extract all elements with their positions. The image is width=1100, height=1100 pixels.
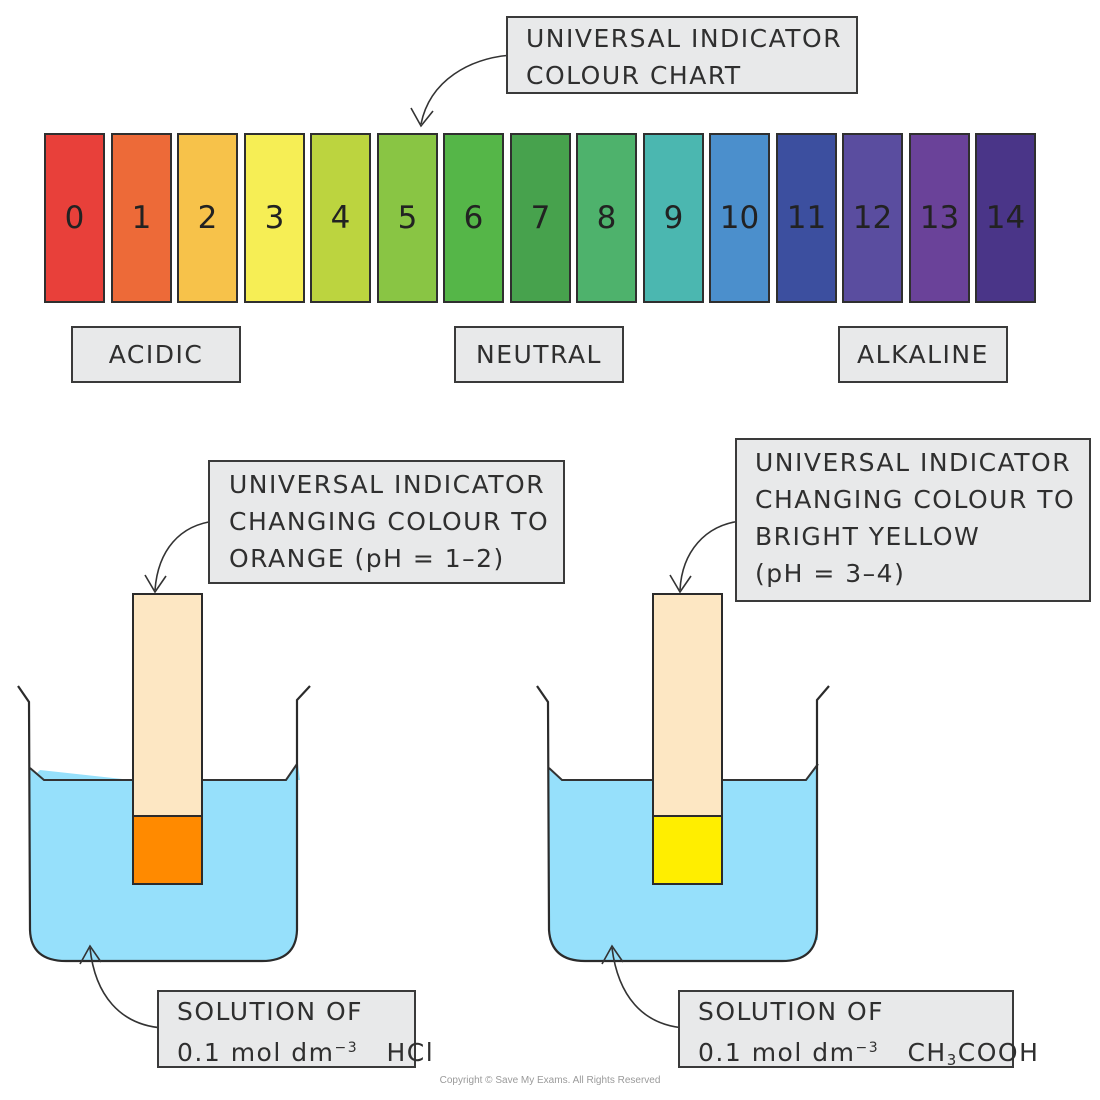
- left-beaker-glass: [17, 685, 311, 963]
- left-indicator-strip-paper: [132, 593, 203, 817]
- right-solution-acid-a: CH: [907, 1038, 947, 1067]
- neutral-label: NEUTRAL: [454, 326, 624, 383]
- right-note-line3: BRIGHT YELLOW: [755, 522, 981, 551]
- ph-swatch-13: 13: [909, 133, 970, 303]
- left-note-line2: CHANGING COLOUR TO: [229, 507, 550, 536]
- copyright-notice: Copyright © Save My Exams. All Rights Re…: [439, 1075, 661, 1086]
- right-note-line4: (pH = 3–4): [755, 559, 906, 588]
- right-solution-acid-subscript: 3: [946, 1051, 958, 1069]
- left-solution-acid: HCl: [386, 1038, 435, 1067]
- chart-pointer-arrow: [410, 51, 518, 128]
- ph-swatch-4: 4: [310, 133, 371, 303]
- right-beaker-glass: [536, 685, 830, 963]
- acidic-label: ACIDIC: [71, 326, 241, 383]
- right-indicator-note: UNIVERSAL INDICATOR CHANGING COLOUR TO B…: [735, 438, 1091, 602]
- left-solution-concentration: 0.1 mol dm: [177, 1038, 335, 1067]
- colour-chart-label: UNIVERSAL INDICATOR COLOUR CHART: [506, 16, 858, 94]
- ph-swatch-0: 0: [44, 133, 105, 303]
- ph-swatch-10: 10: [709, 133, 770, 303]
- ph-swatch-12: 12: [842, 133, 903, 303]
- left-solution-exponent: −3: [334, 1040, 359, 1056]
- right-solution-line2: 0.1 mol dm−3 CH3COOH: [698, 1030, 1038, 1079]
- left-note-line1: UNIVERSAL INDICATOR: [229, 470, 546, 499]
- ph-swatch-14: 14: [975, 133, 1036, 303]
- right-solution-exponent: −3: [855, 1040, 880, 1056]
- right-solution-concentration: 0.1 mol dm: [698, 1038, 856, 1067]
- ph-swatch-7: 7: [510, 133, 571, 303]
- right-solution-acid-b: COOH: [957, 1038, 1040, 1067]
- left-indicator-strip-color: [132, 815, 203, 885]
- ph-swatch-3: 3: [244, 133, 305, 303]
- colour-chart-label-line2: COLOUR CHART: [526, 61, 742, 90]
- right-indicator-strip-color: [652, 815, 723, 885]
- right-indicator-strip-paper: [652, 593, 723, 817]
- ph-swatch-5: 5: [377, 133, 438, 303]
- right-note-line2: CHANGING COLOUR TO: [755, 485, 1076, 514]
- ph-swatch-9: 9: [643, 133, 704, 303]
- ph-swatch-8: 8: [576, 133, 637, 303]
- colour-chart-label-line1: UNIVERSAL INDICATOR: [526, 24, 843, 53]
- ph-swatch-2: 2: [177, 133, 238, 303]
- right-solution-line1: SOLUTION OF: [698, 997, 885, 1026]
- right-note-arrow: [669, 517, 746, 594]
- left-indicator-note: UNIVERSAL INDICATOR CHANGING COLOUR TO O…: [208, 460, 565, 584]
- left-solution-line2: 0.1 mol dm−3 HCl: [177, 1030, 433, 1071]
- ph-swatch-6: 6: [443, 133, 504, 303]
- right-note-line1: UNIVERSAL INDICATOR: [755, 448, 1072, 477]
- ph-swatch-11: 11: [776, 133, 837, 303]
- left-solution-label: SOLUTION OF 0.1 mol dm−3 HCl: [157, 990, 433, 1071]
- ph-swatch-1: 1: [111, 133, 172, 303]
- right-solution-label: SOLUTION OF 0.1 mol dm−3 CH3COOH: [678, 990, 1038, 1069]
- left-note-line3: ORANGE (pH = 1–2): [229, 544, 505, 573]
- alkaline-label: ALKALINE: [838, 326, 1008, 383]
- left-solution-line1: SOLUTION OF: [177, 997, 364, 1026]
